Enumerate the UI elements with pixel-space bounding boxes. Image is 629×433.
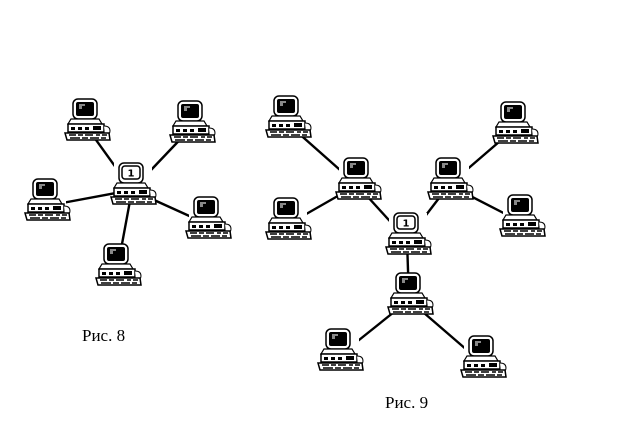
- figure-9-caption: Рис. 9: [385, 393, 429, 412]
- nodes-layer: [24, 95, 546, 378]
- figure-8-caption: Рис. 8: [82, 326, 126, 345]
